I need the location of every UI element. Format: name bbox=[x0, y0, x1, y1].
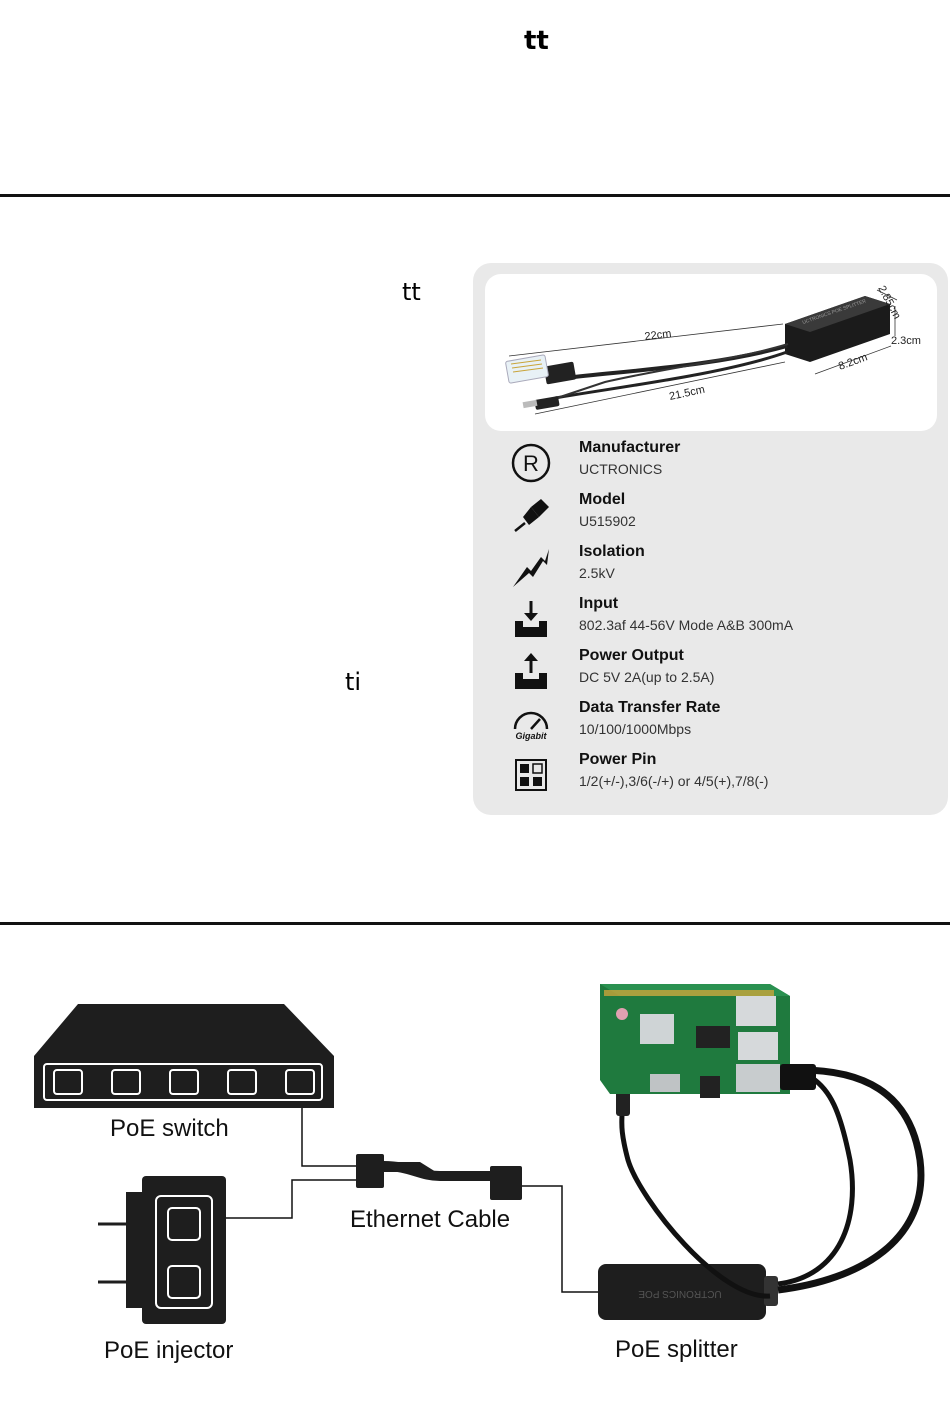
top-divider bbox=[0, 194, 950, 197]
pen-icon bbox=[514, 499, 549, 532]
connection-diagram: UCTRONICS POE bbox=[34, 984, 925, 1324]
registered-icon: R bbox=[511, 443, 551, 483]
spec-title: Input bbox=[579, 595, 619, 612]
output-tray-icon bbox=[515, 653, 547, 689]
ethernet-cable-shape bbox=[356, 1154, 522, 1200]
spec-title: Power Output bbox=[579, 647, 684, 664]
spec-value: U515902 bbox=[579, 513, 636, 529]
spec-row-data-rate: Gigabit Data Transfer Rate 10/100/1000Mb… bbox=[473, 699, 933, 745]
spec-title: Isolation bbox=[579, 543, 645, 560]
dimension-label: 22cm bbox=[644, 328, 672, 343]
spec-title: Model bbox=[579, 491, 626, 508]
product-photo: UCTRONICS POE SPLITTER bbox=[485, 274, 937, 431]
poe-switch-label: PoE switch bbox=[110, 1115, 229, 1142]
poe-injector-label: PoE injector bbox=[104, 1337, 234, 1364]
text-fragment: ti bbox=[345, 668, 362, 696]
spec-title: Data Transfer Rate bbox=[579, 699, 721, 716]
dimension-label: 8.2cm bbox=[837, 351, 869, 373]
spec-value: 802.3af 44-56V Mode A&B 300mA bbox=[579, 617, 794, 633]
spec-row-power-pin: Power Pin 1/2(+/-),3/6(-/+) or 4/5(+),7/… bbox=[473, 751, 933, 797]
text-fragment: tt bbox=[402, 278, 421, 306]
spec-row-input: Input 802.3af 44-56V Mode A&B 300mA bbox=[473, 595, 933, 641]
splitter-product-image: UCTRONICS POE SPLITTER bbox=[505, 284, 921, 415]
poe-injector-shape bbox=[98, 1176, 226, 1324]
input-tray-icon bbox=[515, 601, 547, 637]
lightning-icon bbox=[513, 549, 549, 587]
spec-row-isolation: Isolation 2.5kV bbox=[473, 543, 933, 589]
spec-title: Manufacturer bbox=[579, 439, 681, 456]
micro-usb-plug-shape bbox=[522, 396, 560, 410]
gigabit-gauge-icon: Gigabit bbox=[513, 711, 549, 741]
header-fragment: tt bbox=[524, 26, 549, 56]
spec-row-manufacturer: R Manufacturer UCTRONICS bbox=[473, 439, 933, 485]
gauge-text: Gigabit bbox=[516, 731, 548, 741]
power-pin-icon bbox=[515, 759, 547, 791]
spec-row-model: Model U515902 bbox=[473, 491, 933, 537]
dimension-label: 2.3cm bbox=[891, 335, 921, 347]
spec-row-power-output: Power Output DC 5V 2A(up to 2.5A) bbox=[473, 647, 933, 693]
poe-switch-shape bbox=[34, 1004, 334, 1108]
middle-divider bbox=[0, 922, 950, 925]
svg-text:UCTRONICS POE: UCTRONICS POE bbox=[638, 1288, 722, 1299]
spec-card: UCTRONICS POE SPLITTER bbox=[473, 263, 948, 815]
ethernet-cable-label: Ethernet Cable bbox=[350, 1206, 511, 1233]
poe-splitter-label: PoE splitter bbox=[615, 1336, 738, 1363]
spec-title: Power Pin bbox=[579, 751, 657, 768]
svg-text:R: R bbox=[523, 451, 539, 476]
dimension-label: 21.5cm bbox=[668, 384, 706, 403]
spec-value: 1/2(+/-),3/6(-/+) or 4/5(+),7/8(-) bbox=[579, 773, 769, 789]
spec-value: 2.5kV bbox=[579, 565, 615, 581]
spec-value: DC 5V 2A(up to 2.5A) bbox=[579, 669, 715, 685]
raspberry-pi-shape bbox=[600, 984, 816, 1098]
rj45-plug-shape bbox=[505, 354, 577, 385]
spec-value: UCTRONICS bbox=[579, 461, 663, 477]
spec-value: 10/100/1000Mbps bbox=[579, 721, 692, 737]
